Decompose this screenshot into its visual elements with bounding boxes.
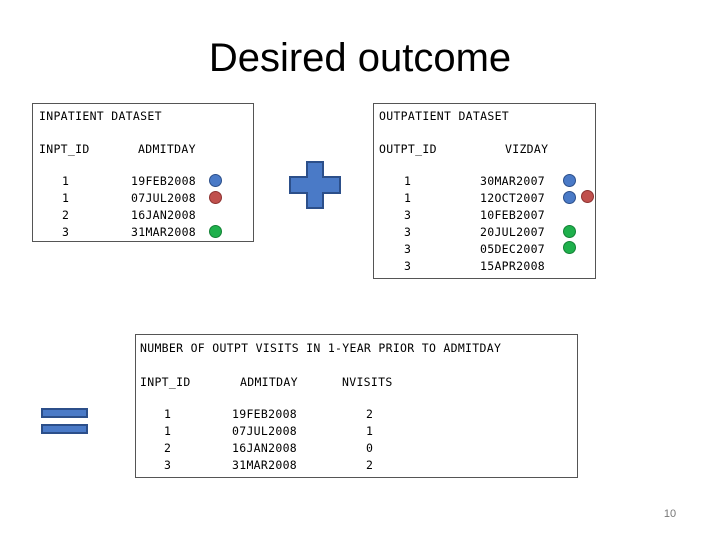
outpatient-row-id: 3 bbox=[404, 242, 412, 256]
inpatient-row-date: 16JAN2008 bbox=[131, 208, 197, 222]
result-row-id: 1 bbox=[164, 424, 172, 438]
result-row-count: 2 bbox=[366, 407, 374, 421]
red-marker-icon bbox=[581, 190, 594, 203]
green-marker-icon bbox=[209, 225, 222, 238]
result-row-count: 0 bbox=[366, 441, 374, 455]
inpatient-row-date: 31MAR2008 bbox=[131, 225, 197, 239]
blue-marker-icon bbox=[209, 174, 222, 187]
result-heading: NUMBER OF OUTPT VISITS IN 1-YEAR PRIOR T… bbox=[140, 341, 502, 355]
inpatient-row-id: 1 bbox=[62, 174, 70, 188]
outpatient-dataset-box: OUTPATIENT DATASET OUTPT_ID VIZDAY 1 30M… bbox=[373, 103, 596, 279]
outpatient-row-id: 3 bbox=[404, 259, 412, 273]
inpatient-heading: INPATIENT DATASET bbox=[39, 109, 162, 123]
result-row-date: 31MAR2008 bbox=[232, 458, 298, 472]
outpatient-row-date: 30MAR2007 bbox=[480, 174, 546, 188]
outpatient-row-date: 12OCT2007 bbox=[480, 191, 546, 205]
outpatient-row-id: 1 bbox=[404, 191, 412, 205]
equals-icon bbox=[41, 424, 88, 434]
green-marker-icon bbox=[563, 241, 576, 254]
outpatient-col-date: VIZDAY bbox=[505, 142, 549, 156]
inpatient-col-id: INPT_ID bbox=[39, 142, 90, 156]
inpatient-col-date: ADMITDAY bbox=[138, 142, 196, 156]
outpatient-row-date: 05DEC2007 bbox=[480, 242, 546, 256]
result-row-id: 1 bbox=[164, 407, 172, 421]
plus-icon bbox=[289, 161, 341, 209]
inpatient-row-id: 2 bbox=[62, 208, 70, 222]
outpatient-col-id: OUTPT_ID bbox=[379, 142, 437, 156]
result-dataset-box: NUMBER OF OUTPT VISITS IN 1-YEAR PRIOR T… bbox=[135, 334, 578, 478]
result-row-id: 3 bbox=[164, 458, 172, 472]
inpatient-row-date: 19FEB2008 bbox=[131, 174, 197, 188]
blue-marker-icon bbox=[563, 174, 576, 187]
result-row-count: 1 bbox=[366, 424, 374, 438]
equals-icon bbox=[41, 408, 88, 418]
inpatient-dataset-box: INPATIENT DATASET INPT_ID ADMITDAY 1 19F… bbox=[32, 103, 254, 242]
outpatient-row-id: 3 bbox=[404, 208, 412, 222]
page-number: 10 bbox=[663, 508, 677, 520]
outpatient-row-id: 3 bbox=[404, 225, 412, 239]
inpatient-row-id: 1 bbox=[62, 191, 70, 205]
result-col-count: NVISITS bbox=[342, 375, 393, 389]
result-row-date: 16JAN2008 bbox=[232, 441, 298, 455]
result-row-date: 07JUL2008 bbox=[232, 424, 298, 438]
blue-marker-icon bbox=[563, 191, 576, 204]
inpatient-row-date: 07JUL2008 bbox=[131, 191, 197, 205]
inpatient-row-id: 3 bbox=[62, 225, 70, 239]
outpatient-heading: OUTPATIENT DATASET bbox=[379, 109, 510, 123]
slide-title: Desired outcome bbox=[208, 36, 512, 80]
outpatient-row-date: 20JUL2007 bbox=[480, 225, 546, 239]
green-marker-icon bbox=[563, 225, 576, 238]
result-col-date: ADMITDAY bbox=[240, 375, 298, 389]
result-row-id: 2 bbox=[164, 441, 172, 455]
outpatient-row-id: 1 bbox=[404, 174, 412, 188]
result-row-count: 2 bbox=[366, 458, 374, 472]
outpatient-row-date: 15APR2008 bbox=[480, 259, 546, 273]
result-row-date: 19FEB2008 bbox=[232, 407, 298, 421]
outpatient-row-date: 10FEB2007 bbox=[480, 208, 546, 222]
result-col-id: INPT_ID bbox=[140, 375, 191, 389]
red-marker-icon bbox=[209, 191, 222, 204]
